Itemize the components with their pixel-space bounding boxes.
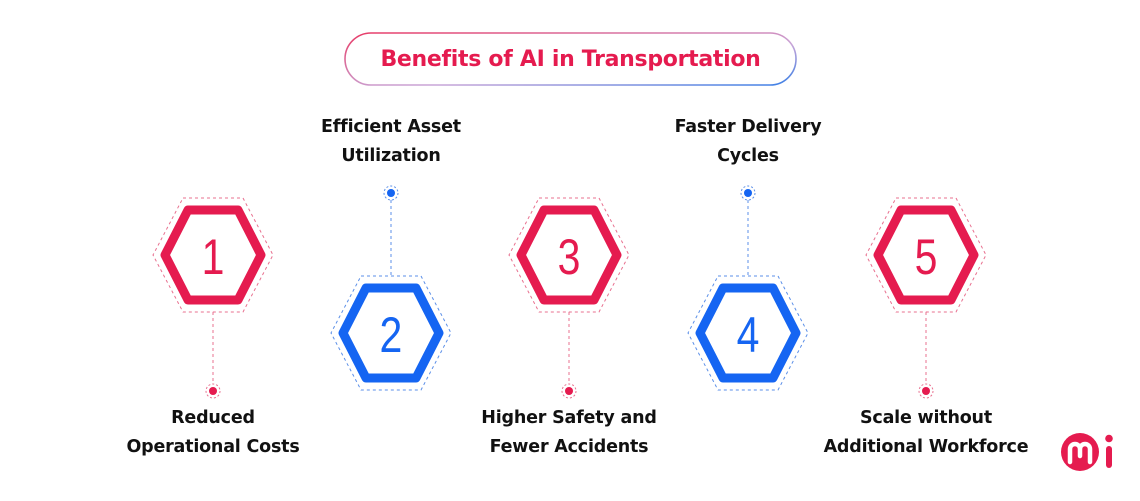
step-3-label-line1: Higher Safety and xyxy=(481,408,657,428)
step-2-label-line2: Utilization xyxy=(341,146,441,166)
step-5-label-line2: Additional Workforce xyxy=(823,437,1029,457)
step-4-dot xyxy=(744,189,752,197)
step-5-label: Scale without Additional Workforce xyxy=(806,404,1046,462)
step-1-dot xyxy=(209,387,217,395)
step-1-dot-ring xyxy=(205,383,221,399)
step-3-label-line2: Fewer Accidents xyxy=(489,437,649,457)
step-4-dot-ring xyxy=(740,185,756,201)
step-3-number: 3 xyxy=(558,229,581,285)
title-pill: Benefits of AI in Transportation xyxy=(344,32,797,86)
step-5-number: 5 xyxy=(915,229,938,285)
step-1-hexagon: 1 xyxy=(152,197,274,313)
step-4-label-line2: Cycles xyxy=(717,146,779,166)
step-3-hexagon: 3 xyxy=(508,197,630,313)
step-3-dot-ring xyxy=(561,383,577,399)
step-3-dot xyxy=(565,387,573,395)
step-5-dot xyxy=(922,387,930,395)
step-2-dot-ring xyxy=(383,185,399,201)
step-1-label-line2: Operational Costs xyxy=(126,437,300,457)
step-2-label: Efficient Asset Utilization xyxy=(271,113,511,171)
mi-logo-icon xyxy=(1061,433,1113,471)
step-3-label: Higher Safety and Fewer Accidents xyxy=(449,404,689,462)
step-4-hexagon: 4 xyxy=(687,275,809,391)
step-1-label: Reduced Operational Costs xyxy=(93,404,333,462)
step-2-label-line1: Efficient Asset xyxy=(321,117,461,137)
step-5-dot-ring xyxy=(918,383,934,399)
page-title: Benefits of AI in Transportation xyxy=(380,46,761,72)
step-2-dot xyxy=(387,189,395,197)
step-1-label-line1: Reduced xyxy=(171,408,255,428)
step-4-number: 4 xyxy=(737,307,760,363)
step-1-number: 1 xyxy=(202,229,225,285)
step-5-hexagon: 5 xyxy=(865,197,987,313)
step-4-label-line1: Faster Delivery xyxy=(674,117,822,137)
step-5-label-line1: Scale without xyxy=(860,408,992,428)
step-4-label: Faster Delivery Cycles xyxy=(628,113,868,171)
step-2-number: 2 xyxy=(380,307,403,363)
title-pill-border xyxy=(344,32,797,86)
step-2-hexagon: 2 xyxy=(330,275,452,391)
